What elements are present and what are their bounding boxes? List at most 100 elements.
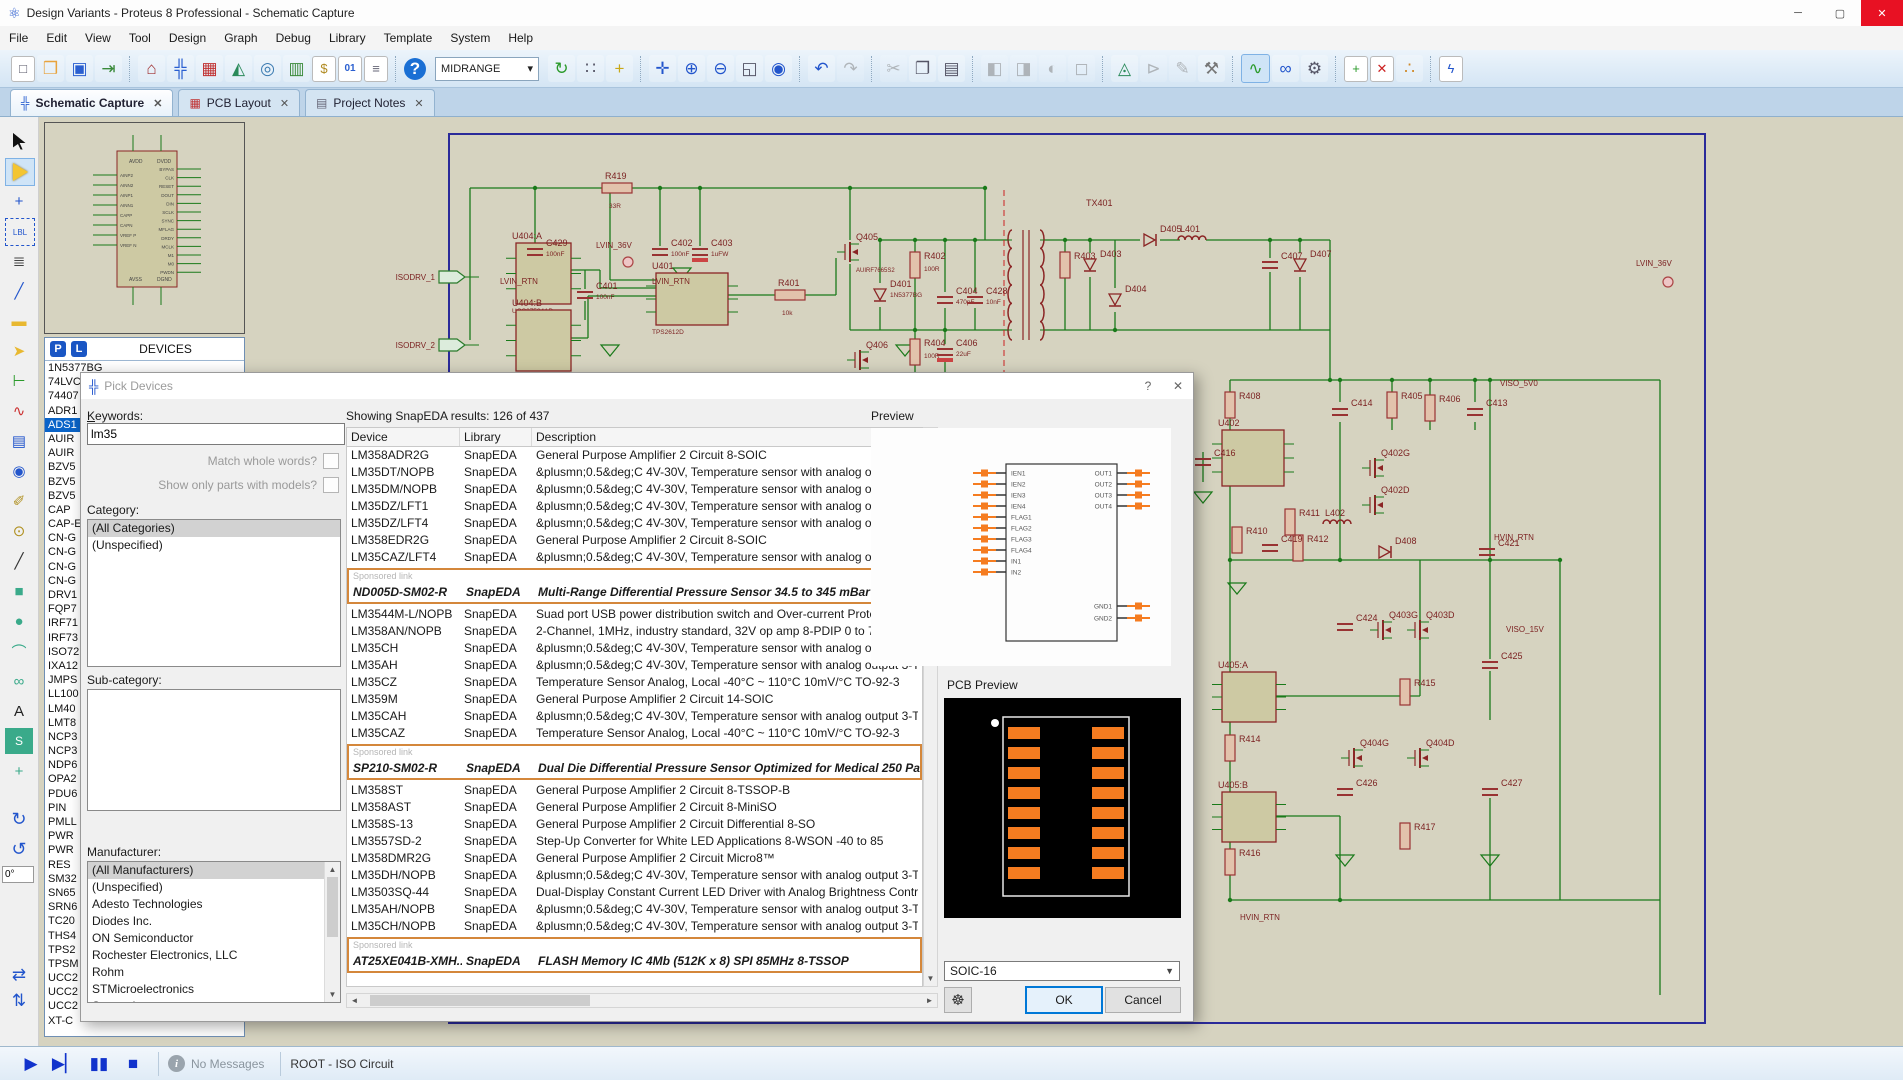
device-list-item[interactable]: CN-G — [48, 574, 77, 587]
current-probe-mode[interactable]: ⊙ — [12, 523, 26, 540]
list-item[interactable]: Rochester Electronics, LLC — [92, 948, 238, 962]
home-page-icon[interactable]: ⌂ — [138, 55, 165, 82]
terminals-mode[interactable]: ➤ — [12, 343, 26, 360]
voltage-probe-mode[interactable]: ✐ — [12, 493, 26, 510]
library-manager-button[interactable]: L — [71, 341, 87, 357]
device-list-item[interactable]: OPA2 — [48, 773, 77, 786]
device-list-item[interactable]: FQP7 — [48, 603, 77, 616]
rotate-anticlockwise[interactable]: ↺ — [11, 838, 27, 859]
rotate-clockwise[interactable]: ↻ — [11, 808, 27, 829]
goto-parent-sheet-icon[interactable]: ∴ — [1396, 55, 1423, 82]
list-item[interactable]: ON Semiconductor — [92, 931, 194, 945]
schematic-capture-icon[interactable]: ╬ — [167, 55, 194, 82]
cut-icon[interactable]: ✂ — [880, 55, 907, 82]
menu-item-graph[interactable]: Graph — [224, 31, 258, 45]
packaging-tool-icon[interactable]: ✎ — [1169, 55, 1196, 82]
scroll-up-icon[interactable]: ▲ — [328, 865, 337, 874]
zoom-in-icon[interactable]: ⊕ — [678, 55, 705, 82]
junction-dot-mode[interactable]: + — [14, 192, 24, 210]
device-list-item[interactable]: LMT8 — [48, 716, 77, 729]
device-list-item[interactable]: NDP6 — [48, 759, 78, 772]
list-item[interactable]: (All Categories) — [88, 520, 340, 537]
device-list-item[interactable]: PMLL — [48, 816, 77, 828]
pick-parts-icon[interactable]: ◬ — [1111, 55, 1138, 82]
pcb-layout-icon[interactable]: ▦ — [196, 55, 223, 82]
results-hscrollbar[interactable]: ◄ ► — [346, 993, 938, 1008]
keywords-input[interactable] — [87, 423, 345, 445]
tab-pcb-layout[interactable]: ▦ PCB Layout ✕ — [178, 89, 301, 116]
2d-path-mode[interactable]: ∞ — [13, 672, 25, 690]
block-rotate-icon[interactable]: ◐ — [1039, 55, 1066, 82]
tape-recorder-mode[interactable]: ▤ — [11, 433, 27, 450]
tab-close-icon[interactable]: ✕ — [153, 97, 163, 110]
wire-label-mode[interactable]: LBL — [5, 218, 35, 246]
paste-icon[interactable]: ▤ — [938, 55, 965, 82]
block-move-icon[interactable]: ◨ — [1010, 55, 1037, 82]
device-list-item[interactable]: PWR — [48, 844, 74, 857]
2d-circle-mode[interactable]: ● — [14, 612, 24, 630]
graph-mode[interactable]: ∿ — [12, 403, 26, 420]
column-description[interactable]: Description — [532, 428, 918, 446]
dialog-help-button[interactable]: ? — [1144, 379, 1152, 393]
device-list-item[interactable]: BZV5 — [48, 489, 76, 502]
tab-close-icon[interactable]: ✕ — [414, 97, 424, 110]
bill-of-materials-icon[interactable]: $ — [312, 55, 336, 82]
new-project-icon[interactable]: □ — [11, 55, 35, 82]
property-assignment-icon[interactable]: ⚙ — [1301, 55, 1328, 82]
make-device-icon[interactable]: ⊳ — [1140, 55, 1167, 82]
device-list-item[interactable]: UCC2 — [48, 972, 78, 985]
close-button[interactable]: ✕ — [1861, 0, 1903, 26]
import-project-icon[interactable]: ⇥ — [95, 55, 122, 82]
board-icon[interactable]: ▥ — [283, 55, 310, 82]
list-item[interactable]: (Unspecified) — [92, 538, 163, 552]
angle-field[interactable] — [2, 866, 34, 883]
project-notes-icon[interactable]: ≡ — [364, 55, 388, 82]
device-list-item[interactable]: BZV5 — [48, 475, 76, 488]
device-list-item[interactable]: CAP — [48, 503, 71, 516]
device-list-item[interactable]: SN65 — [48, 886, 76, 899]
device-list-item[interactable]: CAP-E — [48, 518, 82, 531]
device-list-item[interactable]: TPS2 — [48, 943, 76, 956]
pause-button[interactable]: ▮▮ — [89, 1053, 109, 1073]
stop-button[interactable]: ■ — [127, 1053, 139, 1073]
generator-mode[interactable]: ◉ — [12, 463, 26, 480]
category-list[interactable]: (All Categories)(Unspecified) — [87, 519, 341, 667]
device-list-item[interactable]: IRF73 — [48, 631, 78, 644]
list-item[interactable]: Diodes Inc. — [92, 914, 153, 928]
2d-text-mode[interactable]: A — [13, 702, 24, 720]
device-list-item[interactable]: TPSM — [48, 957, 79, 970]
scroll-thumb[interactable] — [327, 877, 338, 937]
toggle-grid-icon[interactable]: ∷ — [577, 55, 604, 82]
flip-vertical[interactable]: ⇅ — [11, 991, 27, 1010]
tab-project-notes[interactable]: ▤ Project Notes ✕ — [305, 89, 435, 116]
search-tag-icon[interactable]: ∞ — [1272, 55, 1299, 82]
list-item[interactable]: Semtech — [88, 998, 340, 1002]
menu-item-template[interactable]: Template — [383, 31, 433, 45]
device-list-item[interactable]: 74407 — [48, 390, 79, 403]
block-copy-icon[interactable]: ◧ — [981, 55, 1008, 82]
device-list-item[interactable]: PIN — [48, 801, 67, 814]
buses-mode[interactable]: ╱ — [14, 283, 24, 300]
menu-item-library[interactable]: Library — [328, 31, 366, 45]
origin-icon[interactable]: + — [606, 55, 633, 82]
copy-icon[interactable]: ❐ — [909, 55, 936, 82]
variant-select[interactable]: MIDRANGE▾ — [435, 56, 539, 81]
manufacturer-list[interactable]: ▲ ▼ (All Manufacturers)(Unspecified)Ades… — [87, 861, 341, 1003]
device-list-item[interactable]: IRF71 — [48, 617, 78, 630]
list-item[interactable]: Rohm — [92, 965, 125, 979]
manufacturer-scrollbar[interactable]: ▲ ▼ — [324, 862, 340, 1002]
play-button[interactable]: ▶ — [24, 1053, 38, 1073]
device-list-item[interactable]: TC20 — [48, 915, 75, 928]
